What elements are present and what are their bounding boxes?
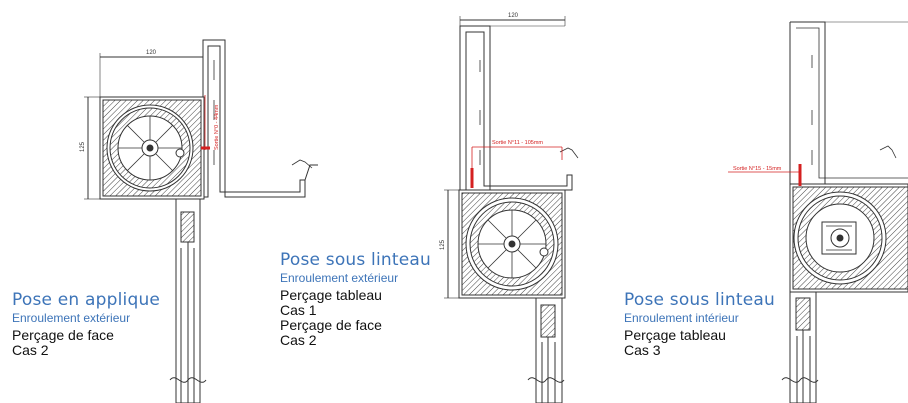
diagram-1-dim-height: 125 bbox=[80, 141, 86, 152]
diagram-1-sortie-marker bbox=[201, 95, 210, 150]
diagram-3-sortie-label: Sortie N°15 - 15mm bbox=[733, 166, 782, 172]
caption-3-subtitle: Enroulement intérieur bbox=[624, 311, 739, 325]
diagram-3-sortie-marker bbox=[728, 164, 802, 186]
caption-2-line: Cas 1 bbox=[280, 302, 317, 318]
caption-3-line: Perçage tableau bbox=[624, 327, 726, 343]
caption-2-line: Perçage tableau bbox=[280, 287, 382, 303]
caption-3-line: Cas 3 bbox=[624, 342, 661, 358]
caption-2: Pose sous linteau Enroulement extérieur … bbox=[280, 252, 431, 348]
diagram-1-sortie-label: Sortie N°0 - 44mm bbox=[214, 104, 220, 150]
caption-2-line: Perçage de face bbox=[280, 317, 382, 333]
caption-1-line: Cas 2 bbox=[12, 342, 49, 358]
caption-1: Pose en applique Enroulement extérieur P… bbox=[12, 292, 160, 358]
diagram-1-drawing bbox=[84, 39, 318, 403]
diagram-1-dim-width: 120 bbox=[146, 50, 157, 56]
diagram-3-drawing bbox=[781, 21, 908, 403]
caption-1-title: Pose en applique bbox=[12, 290, 161, 310]
caption-2-title: Pose sous linteau bbox=[280, 250, 431, 270]
diagram-2-drawing bbox=[444, 16, 579, 403]
diagram-2-sortie-label: Sortie N°11 - 105mm bbox=[492, 140, 543, 146]
caption-3: Pose sous linteau Enroulement intérieur … bbox=[624, 292, 775, 358]
caption-2-subtitle: Enroulement extérieur bbox=[280, 271, 399, 285]
caption-1-line: Perçage de face bbox=[12, 327, 114, 343]
caption-1-subtitle: Enroulement extérieur bbox=[12, 311, 131, 325]
diagram-2-sortie-marker bbox=[470, 146, 563, 188]
caption-3-title: Pose sous linteau bbox=[624, 290, 775, 310]
diagram-2-dim-height: 125 bbox=[440, 239, 446, 250]
diagram-2-dim-width: 120 bbox=[508, 13, 519, 19]
caption-2-line: Cas 2 bbox=[280, 332, 317, 348]
